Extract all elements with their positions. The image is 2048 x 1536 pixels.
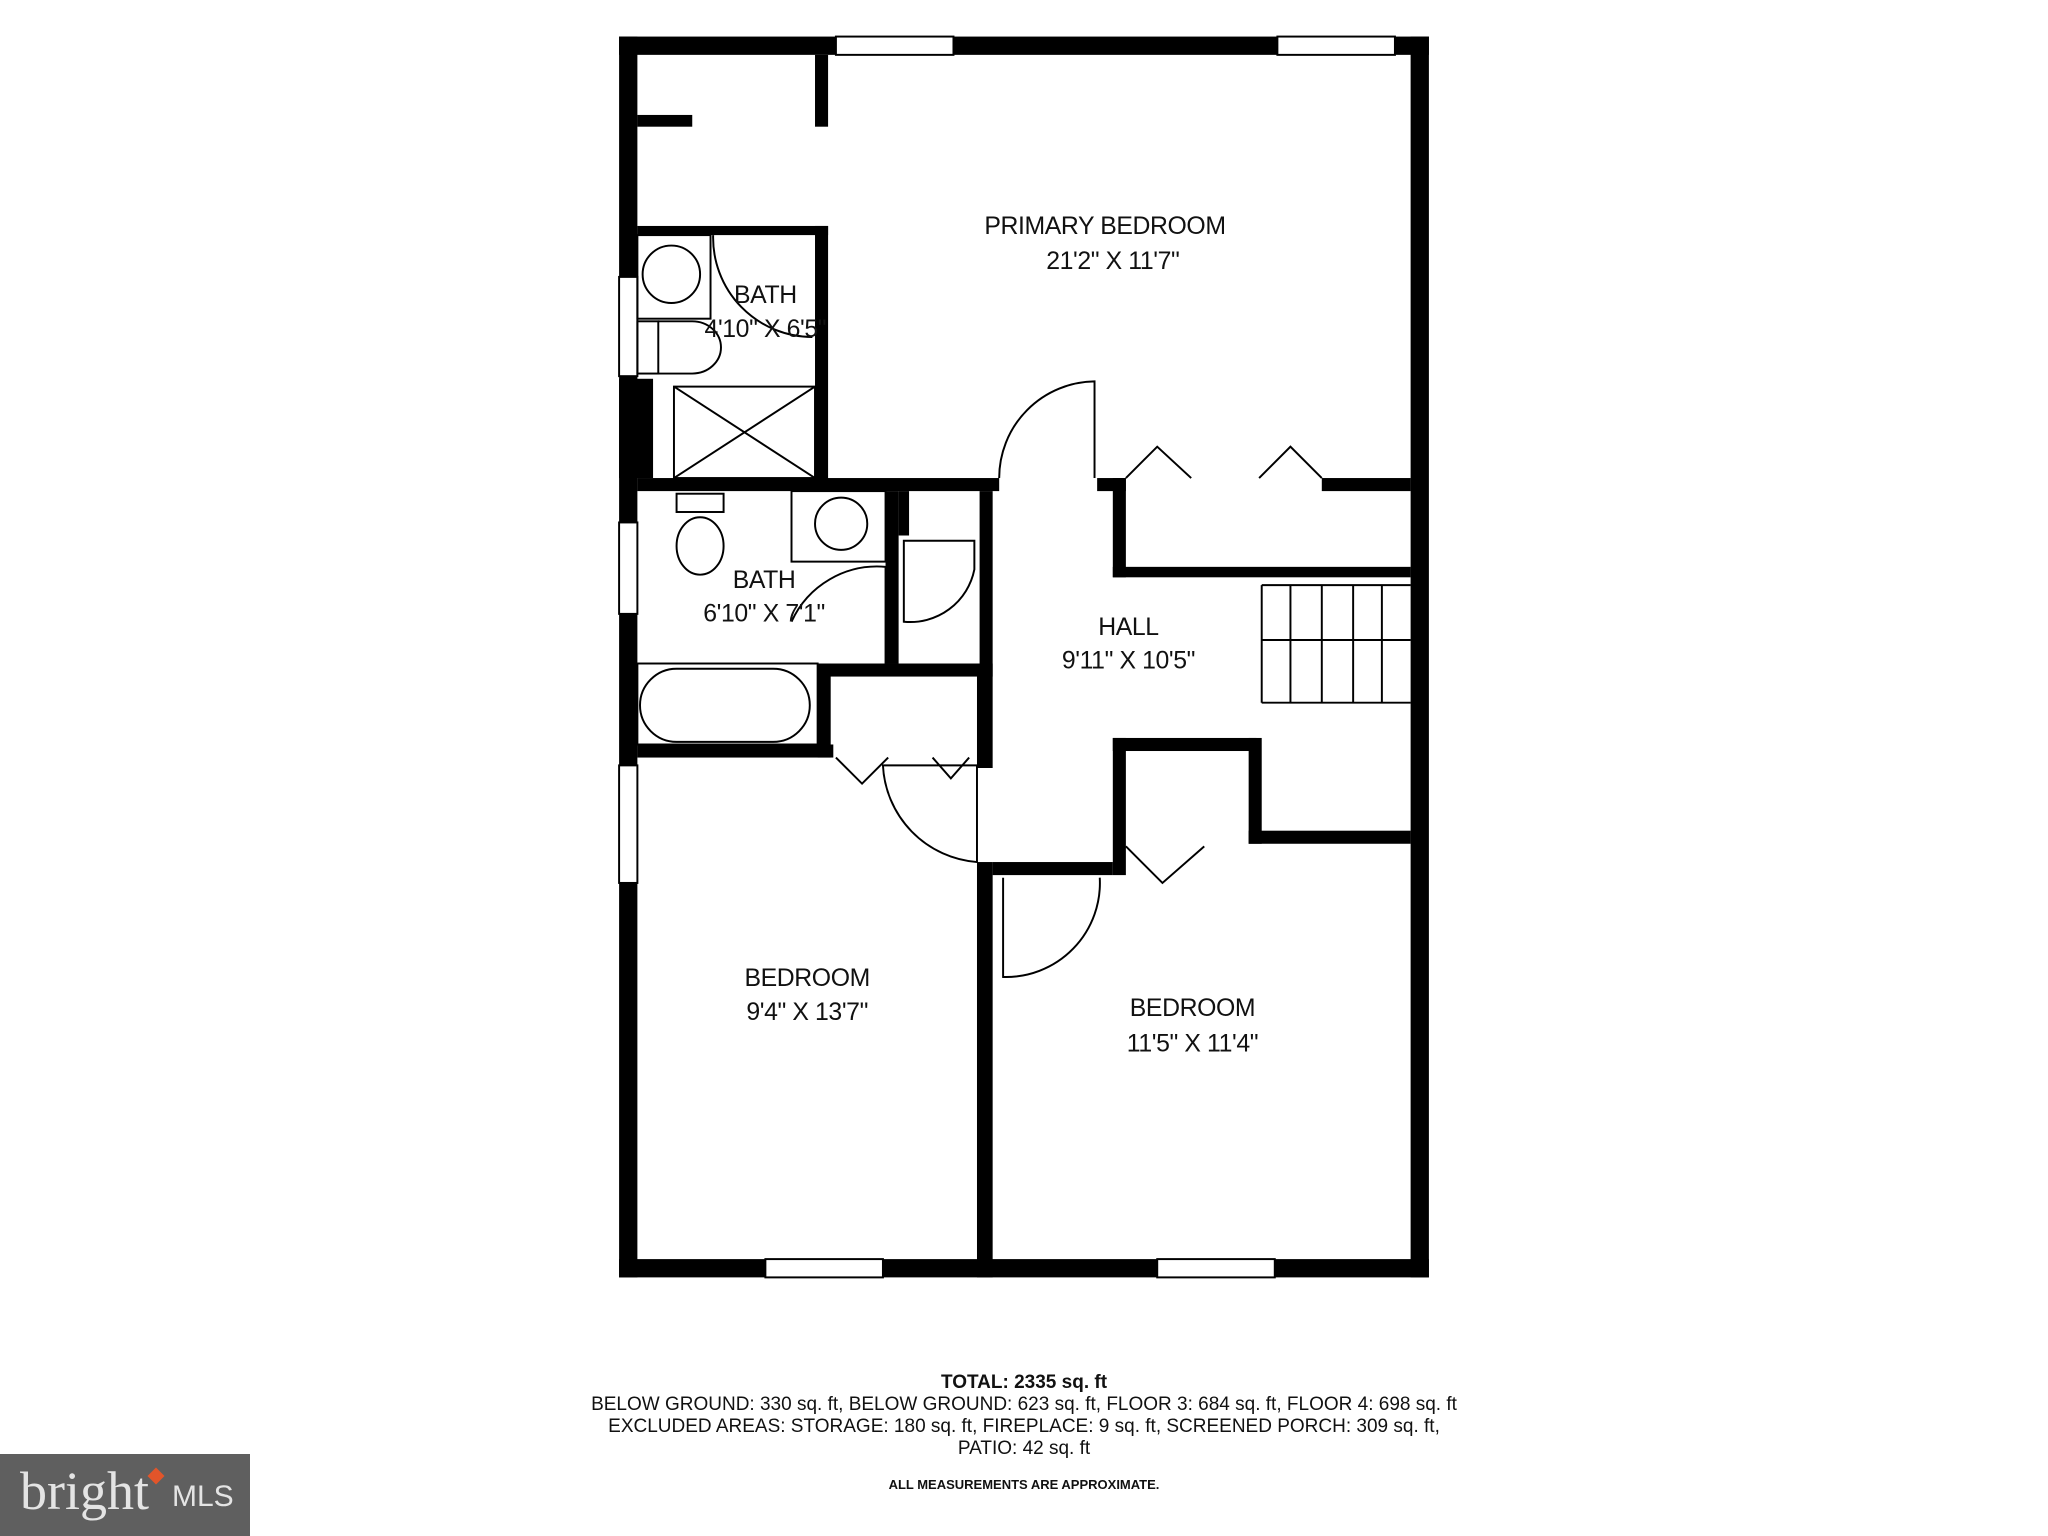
- logo-star-icon: [147, 1467, 165, 1485]
- room-labels: PRIMARY BEDROOM 21'2" X 11'7" BATH 4'10"…: [703, 213, 1258, 1058]
- windows: [618, 35, 1396, 1279]
- disclaimer: ALL MEASUREMENTS ARE APPROXIMATE.: [888, 1477, 1160, 1492]
- bath-2-name: BATH: [733, 567, 796, 594]
- hall-size: 9'11" X 10'5": [1062, 648, 1195, 675]
- total-area: TOTAL: 2335 sq. ft: [940, 1372, 1108, 1393]
- bedroom-1-size: 9'4" X 13'7": [746, 999, 868, 1026]
- bath-2-size: 6'10" X 7'1": [703, 601, 825, 628]
- fixtures: [636, 234, 1411, 978]
- hall-name: HALL: [1098, 614, 1158, 641]
- primary-bedroom-size: 21'2" X 11'7": [1046, 248, 1179, 275]
- primary-bedroom-name: PRIMARY BEDROOM: [984, 213, 1225, 240]
- bath-1-name: BATH: [734, 282, 797, 309]
- bedroom-2-size: 11'5" X 11'4": [1127, 1030, 1258, 1057]
- logo-suffix: MLS: [172, 1480, 234, 1513]
- bedroom-2-name: BEDROOM: [1130, 995, 1255, 1022]
- excluded-areas-cont: PATIO: 42 sq. ft: [957, 1438, 1091, 1459]
- area-summary: TOTAL: 2335 sq. ft BELOW GROUND: 330 sq.…: [0, 1372, 2048, 1496]
- bath-1-size: 4'10" X 6'5": [705, 316, 827, 343]
- bedroom-1-name: BEDROOM: [744, 965, 869, 992]
- bright-mls-logo: bright MLS: [0, 1454, 250, 1536]
- excluded-areas: EXCLUDED AREAS: STORAGE: 180 sq. ft, FIR…: [608, 1416, 1440, 1437]
- floor-areas: BELOW GROUND: 330 sq. ft, BELOW GROUND: …: [591, 1394, 1457, 1415]
- logo-brand: bright: [20, 1461, 149, 1521]
